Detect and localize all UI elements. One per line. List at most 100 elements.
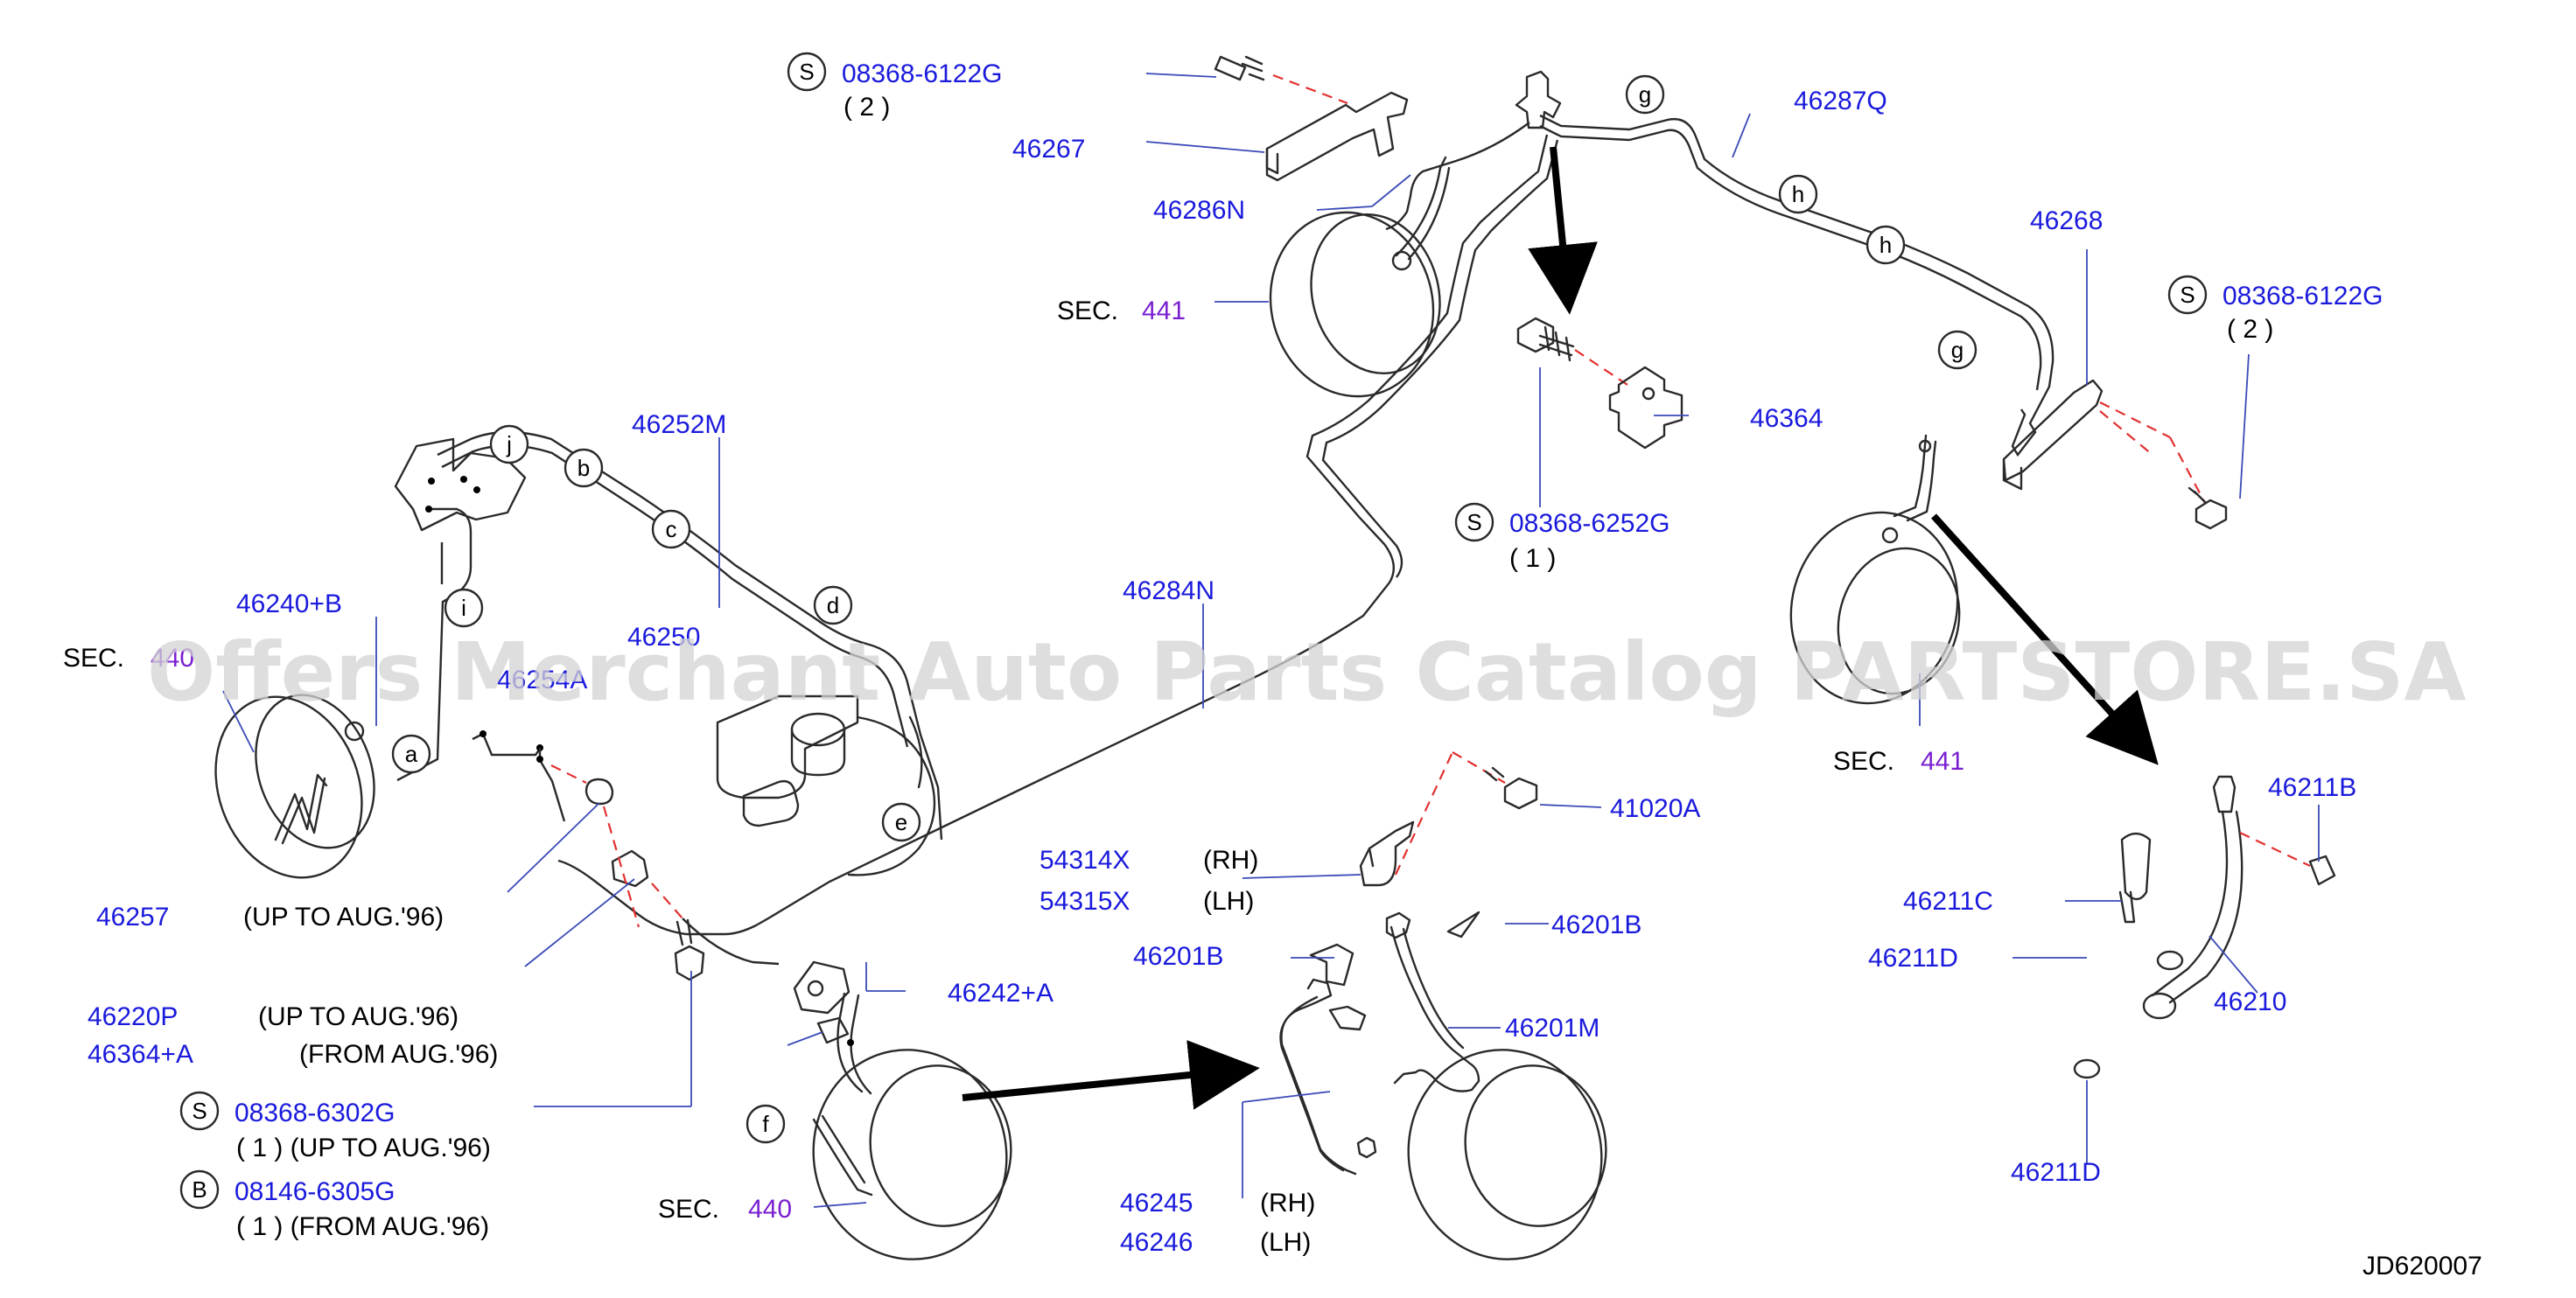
part-label-46240B[interactable]: 46240+B (236, 590, 342, 618)
disc-brake-front-bottom (793, 960, 1012, 1260)
part-number: 46364+A (88, 1040, 193, 1069)
bolt-badge: B (192, 1176, 206, 1203)
part-label-46252M[interactable]: 46252M (632, 410, 726, 439)
quantity: ( 2 ) (844, 93, 890, 122)
quantity: ( 1 ) (1509, 544, 1556, 573)
connection-marker-h-2: h (1866, 225, 1906, 265)
part-label-46364[interactable]: 46364 (1750, 404, 1823, 433)
part-label-46201B-left[interactable]: 46201B (1133, 942, 1223, 971)
connector-46220P-drawing (550, 764, 780, 981)
svg-text:g: g (1951, 337, 1964, 363)
section-prefix: SEC. (1057, 297, 1118, 325)
svg-text:e: e (895, 809, 907, 835)
part-label-46254A[interactable]: 46254A (497, 666, 587, 694)
connection-marker-g-top: g (1625, 74, 1665, 115)
part-number: 08368-6252G (1509, 509, 1670, 538)
side-note: (RH) (1203, 846, 1258, 875)
svg-text:h: h (1792, 181, 1804, 207)
part-number: 46245 (1120, 1189, 1193, 1218)
pipe-46284N-drawing (557, 122, 1559, 936)
part-number: 54314X (1040, 846, 1130, 875)
part-number: 08368-6122G (842, 59, 1003, 88)
callout-s-bottom[interactable]: S 08368-6302G ( 1 ) (UP TO AUG.'96) (179, 1091, 491, 1162)
part-label-46220P[interactable]: 46220P (UP TO AUG.'96) (88, 1002, 458, 1031)
bracket-46268-drawing (2002, 379, 2228, 530)
quantity: ( 2 ) (2227, 315, 2273, 344)
screw-badge: S (192, 1098, 206, 1124)
part-label-46267[interactable]: 46267 (1012, 135, 1085, 164)
bracket-54314X-drawing (1359, 751, 1538, 887)
applicability-note: (FROM AUG.'96) (299, 1040, 498, 1069)
callout-b-bottom[interactable]: B 08146-6305G ( 1 ) (FROM AUG.'96) (179, 1169, 489, 1241)
part-label-46210[interactable]: 46210 (2214, 987, 2286, 1016)
section-ref-440-left[interactable]: SEC. 440 (63, 644, 194, 673)
svg-text:b: b (578, 455, 590, 481)
callout-s-right[interactable]: S 08368-6122G ( 2 ) (2167, 275, 2384, 344)
watermark: Offers Merchant Auto Parts Catalog PARTS… (147, 625, 2467, 719)
part-number: 08146-6305G (234, 1177, 396, 1206)
part-label-41020A[interactable]: 41020A (1610, 794, 1700, 823)
connection-marker-d: d (813, 585, 853, 625)
applicability-note: (UP TO AUG.'96) (243, 903, 444, 932)
section-number: 440 (150, 644, 194, 673)
side-note: (RH) (1260, 1189, 1315, 1218)
section-number: 440 (748, 1195, 792, 1224)
part-label-46246[interactable]: 46246 (LH) (1120, 1228, 1311, 1257)
master-cylinder-drawing (716, 694, 936, 876)
quantity: ( 1 ) (FROM AUG.'96) (236, 1212, 489, 1241)
connection-marker-c: c (651, 509, 691, 549)
section-prefix: SEC. (1833, 747, 1894, 776)
part-label-46257[interactable]: 46257 (UP TO AUG.'96) (96, 903, 444, 932)
svg-text:a: a (405, 741, 418, 767)
connection-marker-j: j (489, 424, 529, 464)
connection-marker-h-1: h (1778, 174, 1818, 214)
junction-top-drawing (1515, 70, 1562, 129)
diagram-id: JD620007 (2362, 1252, 2482, 1281)
section-ref-441-top[interactable]: SEC. 441 (1057, 297, 1186, 325)
svg-text:h: h (1880, 232, 1892, 258)
hose-46210-drawing (2073, 775, 2336, 1079)
part-label-46268[interactable]: 46268 (2030, 206, 2103, 235)
section-number: 441 (1921, 747, 1964, 776)
part-number: 46257 (96, 903, 169, 932)
part-label-46211C[interactable]: 46211C (1903, 887, 1993, 916)
part-label-46284N[interactable]: 46284N (1123, 576, 1214, 605)
screw-badge: S (799, 59, 814, 85)
leader-lines (222, 73, 2320, 1208)
drum-brake-rear-top (1269, 156, 1451, 398)
part-label-46287Q[interactable]: 46287Q (1794, 87, 1887, 115)
connection-marker-g-right: g (1937, 330, 1978, 370)
part-label-46201B-right[interactable]: 46201B (1551, 911, 1642, 939)
part-label-46242A[interactable]: 46242+A (948, 979, 1054, 1008)
part-label-46201M[interactable]: 46201M (1505, 1014, 1600, 1043)
part-number: 46246 (1120, 1228, 1193, 1257)
callout-s-top[interactable]: S 08368-6122G ( 2 ) (787, 52, 1003, 122)
section-ref-440-bottom[interactable]: SEC. 440 (658, 1195, 792, 1224)
part-label-46211B[interactable]: 46211B (2268, 773, 2356, 802)
part-label-46211D-b[interactable]: 46211D (2011, 1158, 2101, 1187)
part-label-46286N[interactable]: 46286N (1153, 196, 1245, 225)
part-label-54314X[interactable]: 54314X (RH) (1040, 846, 1258, 875)
screw-badge: S (2180, 282, 2194, 308)
part-label-46245[interactable]: 46245 (RH) (1120, 1189, 1315, 1218)
side-note: (LH) (1260, 1228, 1311, 1257)
connection-marker-i: i (444, 588, 484, 628)
disc-brake-front-middle (1279, 911, 1607, 1260)
connection-marker-b: b (564, 448, 604, 488)
connection-marker-f: f (746, 1104, 786, 1144)
section-ref-441-right[interactable]: SEC. 441 (1833, 747, 1964, 776)
part-number: 08368-6302G (234, 1099, 396, 1127)
part-label-46211D-a[interactable]: 46211D (1868, 944, 1958, 973)
svg-text:c: c (666, 516, 677, 542)
part-label-46364A[interactable]: 46364+A (FROM AUG.'96) (88, 1040, 498, 1069)
connection-markers: g h h g j b c d (391, 74, 1978, 1144)
quantity: ( 1 ) (UP TO AUG.'96) (236, 1134, 491, 1162)
part-number: 54315X (1040, 887, 1130, 916)
svg-text:g: g (1639, 81, 1651, 108)
bracket-46267-drawing (1214, 55, 1409, 182)
callout-s-mid[interactable]: S 08368-6252G ( 1 ) (1454, 502, 1670, 573)
side-note: (LH) (1203, 887, 1254, 916)
part-label-54315X[interactable]: 54315X (LH) (1040, 887, 1254, 916)
part-label-46250[interactable]: 46250 (627, 623, 700, 652)
